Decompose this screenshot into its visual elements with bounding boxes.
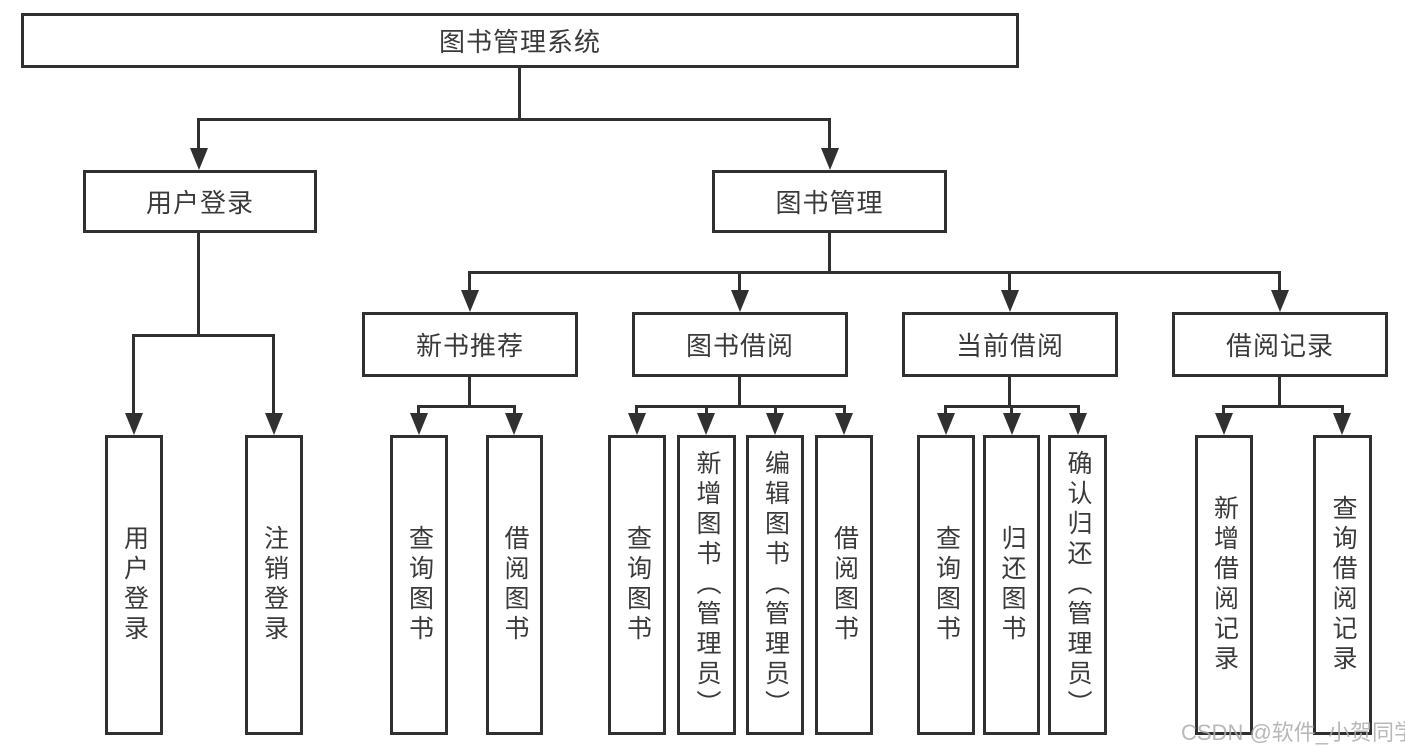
arrowhead-cb-query	[937, 413, 955, 435]
connector-borrow-records-bar	[1222, 405, 1344, 408]
connector-borrow-records-stub	[1278, 377, 1281, 408]
node-cb-confirm-return-admin: 确认归还（管理员）	[1048, 435, 1107, 735]
connector-to-bb-add	[705, 405, 708, 417]
connector-to-br-query	[1341, 405, 1344, 417]
node-cb-return-books: 归还图书	[983, 435, 1040, 735]
arrowhead-user-login	[190, 148, 208, 170]
connector-to-br-add	[1222, 405, 1225, 417]
node-borrowing-records: 借阅记录	[1172, 312, 1388, 377]
node-book-management: 图书管理	[712, 170, 947, 233]
arrowhead-book-mgmt	[821, 148, 839, 170]
connector-book-borrow-bar	[635, 405, 846, 408]
connector-to-nb-borrow	[513, 405, 516, 417]
connector-to-book-borrow	[738, 271, 741, 293]
connector-to-current-borrow	[1008, 271, 1011, 293]
connector-root-stub	[518, 67, 521, 119]
node-user-login: 用户登录	[83, 170, 317, 233]
arrowhead-nb-borrow	[505, 413, 523, 435]
connector-level2-bar	[468, 271, 1281, 274]
node-new-book-recommend: 新书推荐	[362, 312, 578, 377]
node-user-login-leaf: 用户登录	[105, 435, 163, 735]
connector-to-borrow-records	[1278, 271, 1281, 293]
connector-new-books-bar	[417, 405, 516, 408]
arrowhead-new-books	[461, 290, 479, 312]
connector-to-book-mgmt	[828, 118, 831, 151]
node-bb-borrow-books: 借阅图书	[815, 435, 873, 735]
connector-current-borrow-stub	[1008, 377, 1011, 408]
connector-book-borrow-stub	[738, 377, 741, 408]
node-current-borrowing: 当前借阅	[902, 312, 1118, 377]
node-br-query-record: 查询借阅记录	[1313, 435, 1372, 735]
connector-to-bb-edit	[774, 405, 777, 417]
connector-to-bb-borrow	[843, 405, 846, 417]
node-br-add-record: 新增借阅记录	[1195, 435, 1253, 735]
node-bb-edit-books-admin: 编辑图书（管理员）	[746, 435, 804, 735]
arrowhead-bb-add	[697, 413, 715, 435]
node-bb-query-books: 查询图书	[608, 435, 666, 735]
connector-level1-bar	[197, 118, 831, 121]
connector-to-nb-query	[417, 405, 420, 417]
arrowhead-br-add	[1215, 413, 1233, 435]
connector-to-logout	[272, 334, 275, 415]
node-library-management-system: 图书管理系统	[21, 13, 1019, 68]
arrowhead-borrow-records	[1271, 290, 1289, 312]
connector-to-user-login	[197, 118, 200, 151]
arrowhead-current-borrow	[1001, 290, 1019, 312]
csdn-watermark: CSDN @软件_小贺同学	[1181, 720, 1405, 745]
arrowhead-nb-query	[410, 413, 428, 435]
arrowhead-logout	[265, 413, 283, 435]
connector-to-cb-return	[1010, 405, 1013, 417]
connector-to-bb-query	[635, 405, 638, 417]
connector-to-login	[132, 334, 135, 415]
arrowhead-br-query	[1333, 413, 1351, 435]
connector-user-login-stub	[197, 233, 200, 337]
arrowhead-cb-return	[1003, 413, 1021, 435]
arrowhead-cb-confirm	[1069, 413, 1087, 435]
arrowhead-bb-edit	[766, 413, 784, 435]
arrowhead-book-borrow	[731, 290, 749, 312]
connector-new-books-stub	[468, 377, 471, 408]
node-bb-add-books-admin: 新增图书（管理员）	[677, 435, 736, 735]
arrowhead-login	[125, 413, 143, 435]
connector-book-mgmt-stub	[828, 233, 831, 274]
connector-user-login-bar	[132, 334, 274, 337]
arrowhead-bb-query	[628, 413, 646, 435]
connector-to-new-books	[468, 271, 471, 293]
node-book-borrowing: 图书借阅	[632, 312, 848, 377]
node-nb-borrow-books: 借阅图书	[486, 435, 543, 735]
connector-to-cb-query	[944, 405, 947, 417]
node-cb-query-books: 查询图书	[917, 435, 975, 735]
connector-to-cb-confirm	[1077, 405, 1080, 417]
node-nb-query-books: 查询图书	[390, 435, 448, 735]
arrowhead-bb-borrow	[835, 413, 853, 435]
node-logout-leaf: 注销登录	[245, 435, 303, 735]
